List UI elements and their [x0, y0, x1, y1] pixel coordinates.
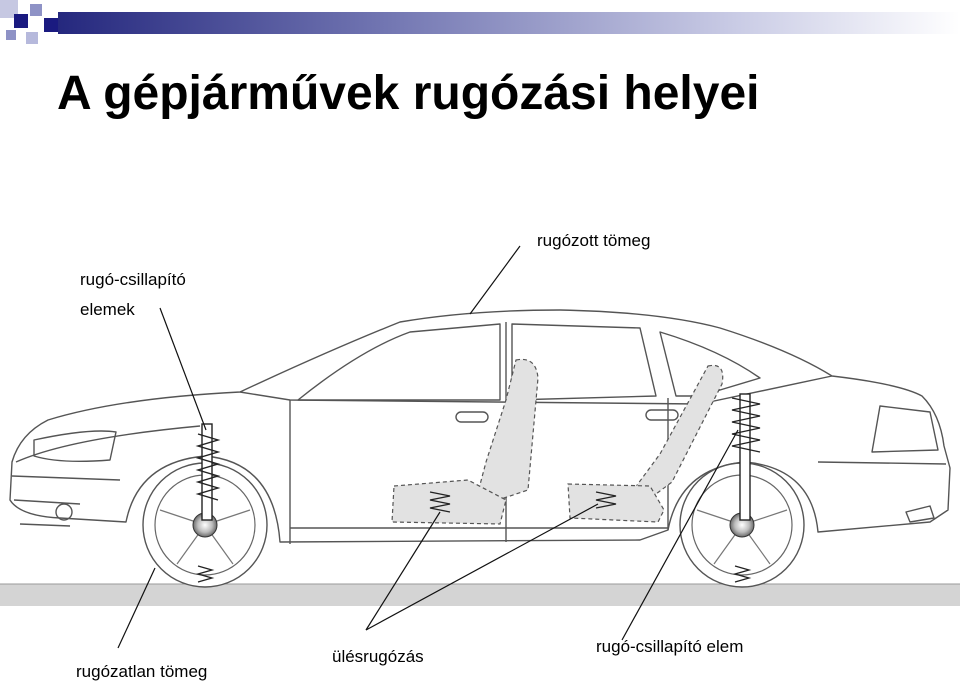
label-spring-damper-elements-line2: elemek [80, 300, 135, 319]
label-seat-suspension: ülésrugózás [332, 647, 424, 666]
page-title: A gépjárművek rugózási helyei [57, 67, 760, 120]
road [0, 583, 960, 606]
car-suspension-diagram [0, 245, 960, 649]
header-decoration [0, 0, 960, 44]
leader-lines [117, 245, 739, 649]
label-sprung-mass: rugózott tömeg [537, 231, 651, 250]
seats [391, 358, 724, 525]
tire-springs [195, 565, 752, 583]
front-strut [195, 423, 221, 521]
label-spring-damper-elements-line1: rugó-csillapító [80, 270, 186, 289]
label-spring-damper-element: rugó-csillapító elem [596, 637, 744, 656]
rear-strut [731, 393, 761, 521]
label-unsprung-mass: rugózatlan tömeg [76, 662, 208, 681]
car-body [9, 309, 951, 544]
seat-springs [429, 491, 617, 513]
